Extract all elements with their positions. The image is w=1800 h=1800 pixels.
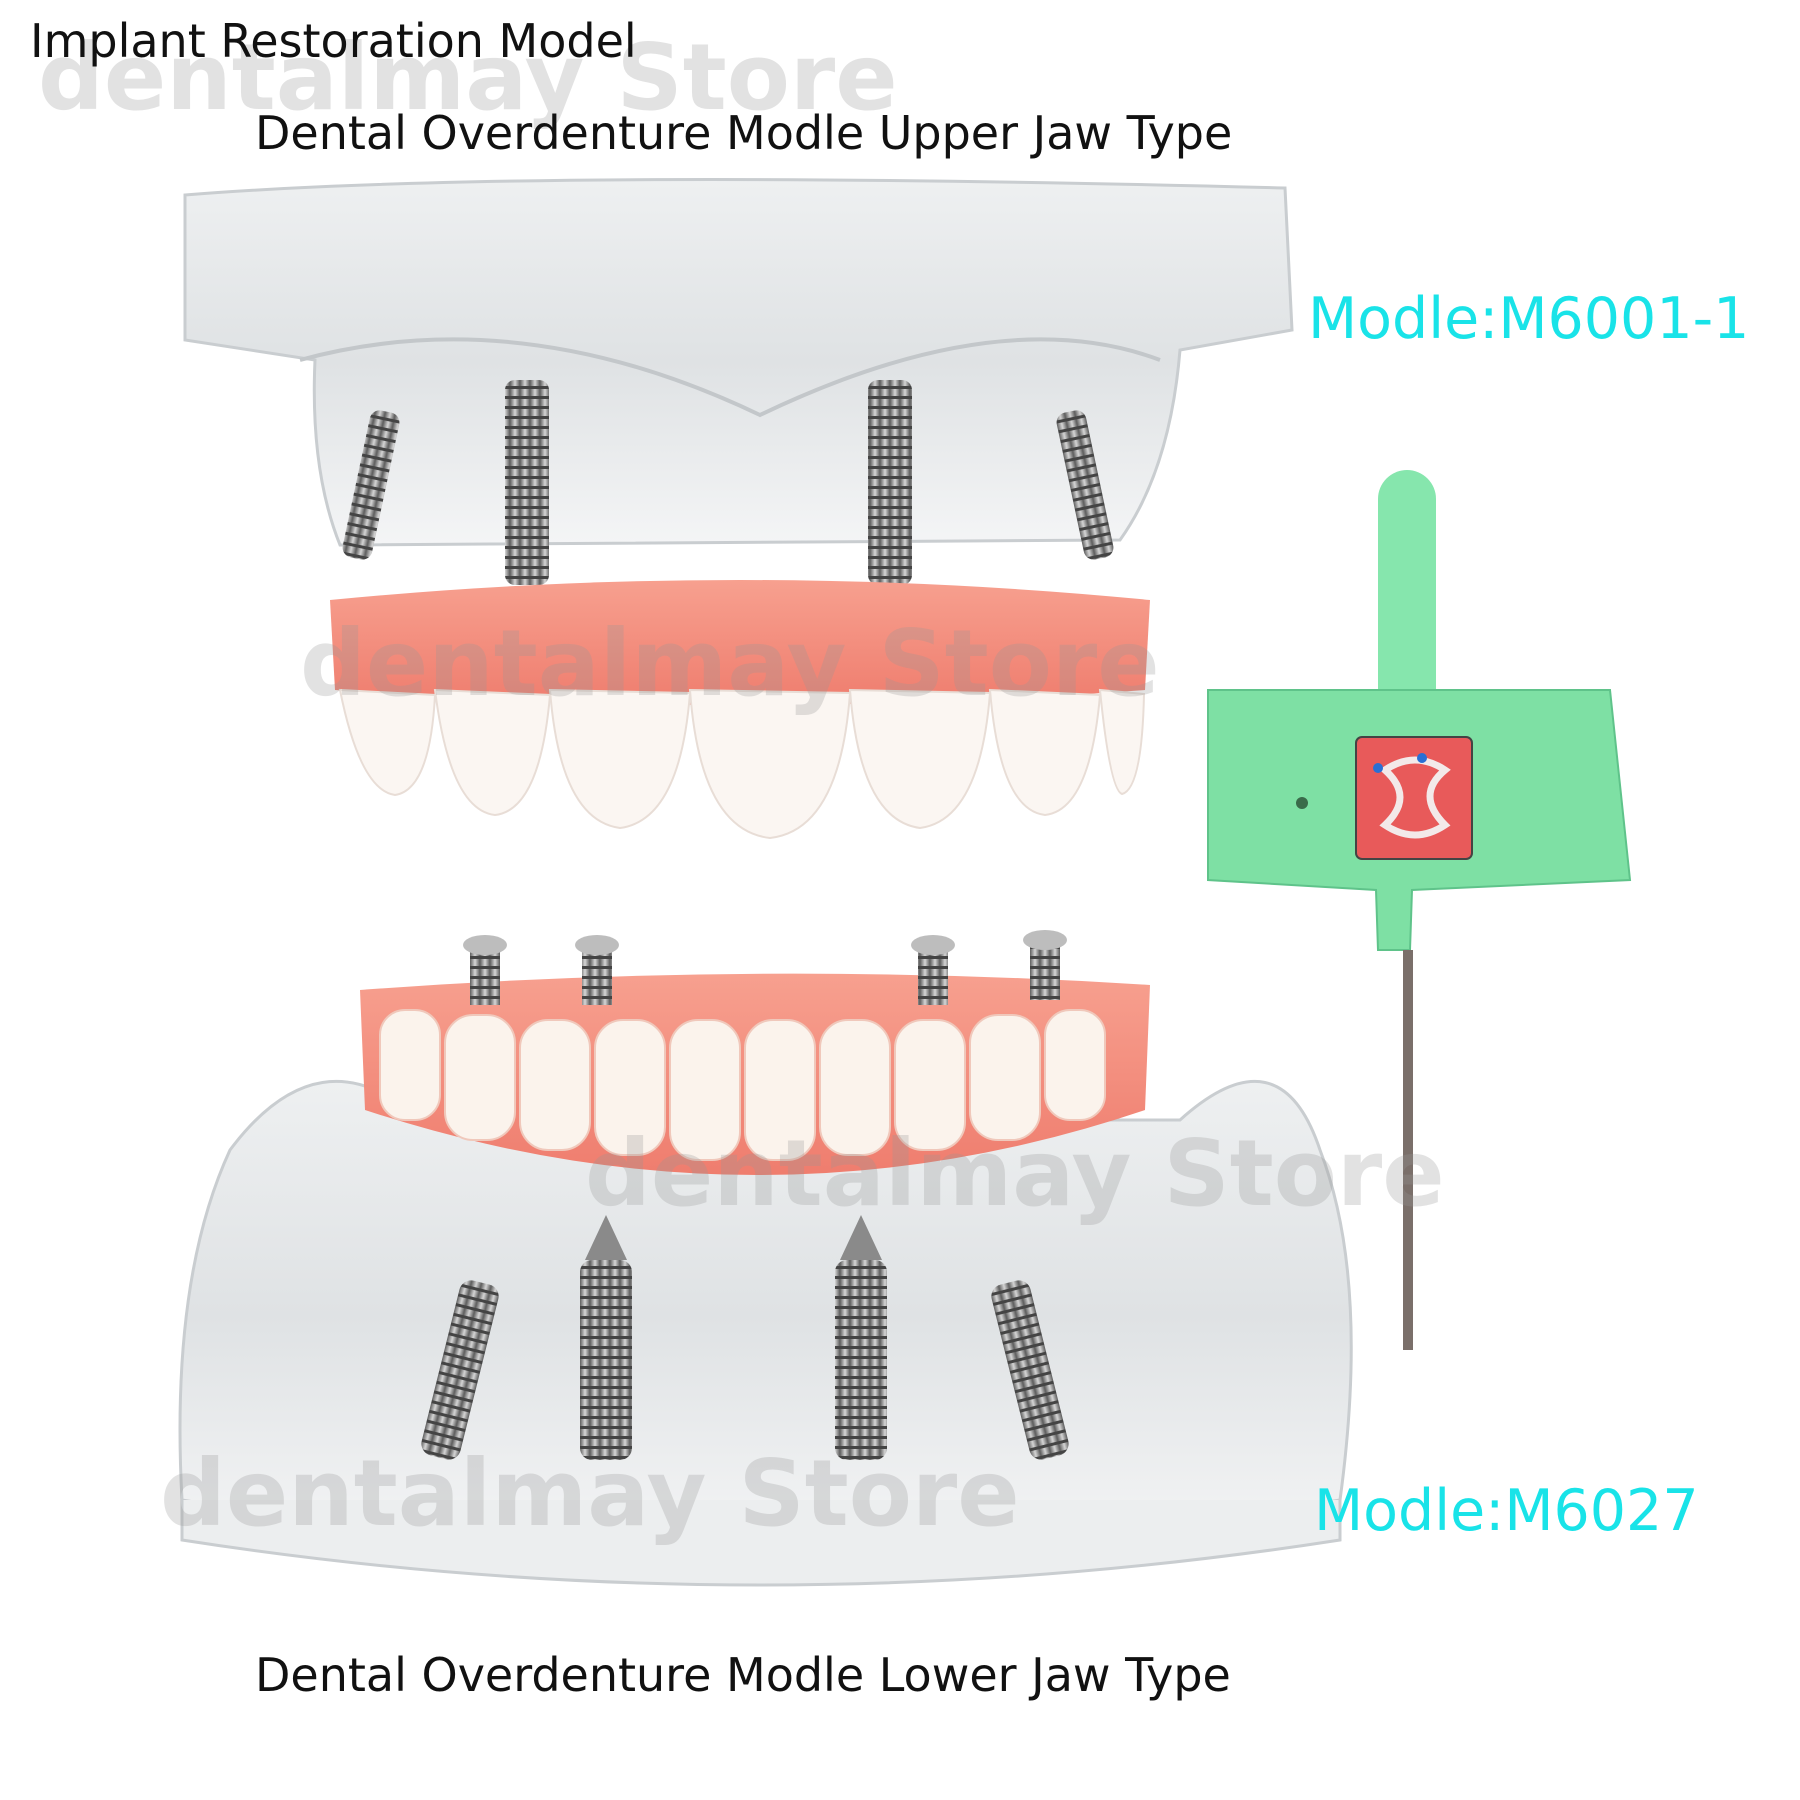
- page-title: Implant Restoration Model: [30, 14, 637, 68]
- upper-model-code: Modle:M6001-1: [1308, 286, 1750, 352]
- lower-jaw-model: [178, 930, 1353, 1587]
- lower-model-code: Modle:M6027: [1314, 1478, 1699, 1544]
- brand-logo: [1355, 736, 1473, 860]
- upper-teeth: [338, 688, 1146, 840]
- upper-jaw-label: Dental Overdenture Modle Upper Jaw Type: [255, 106, 1233, 160]
- watermark: dentalmay Store: [160, 1440, 1020, 1547]
- watermark: dentalmay Store: [585, 1120, 1445, 1227]
- lower-implant: [421, 1215, 1069, 1460]
- hex-wrench: [1207, 470, 1632, 1350]
- upper-jaw-model: [183, 177, 1294, 840]
- upper-gum: [330, 580, 1150, 705]
- lower-teeth: [379, 1009, 1106, 1161]
- retaining-screw: [463, 930, 1067, 1005]
- watermark: dentalmay Store: [300, 610, 1160, 717]
- upper-implant: [342, 410, 400, 560]
- watermark: dentalmay Store: [38, 24, 898, 131]
- upper-implant: [868, 380, 912, 585]
- upper-implant: [1056, 410, 1114, 560]
- upper-implant: [505, 380, 549, 585]
- lower-jaw-label: Dental Overdenture Modle Lower Jaw Type: [255, 1648, 1231, 1702]
